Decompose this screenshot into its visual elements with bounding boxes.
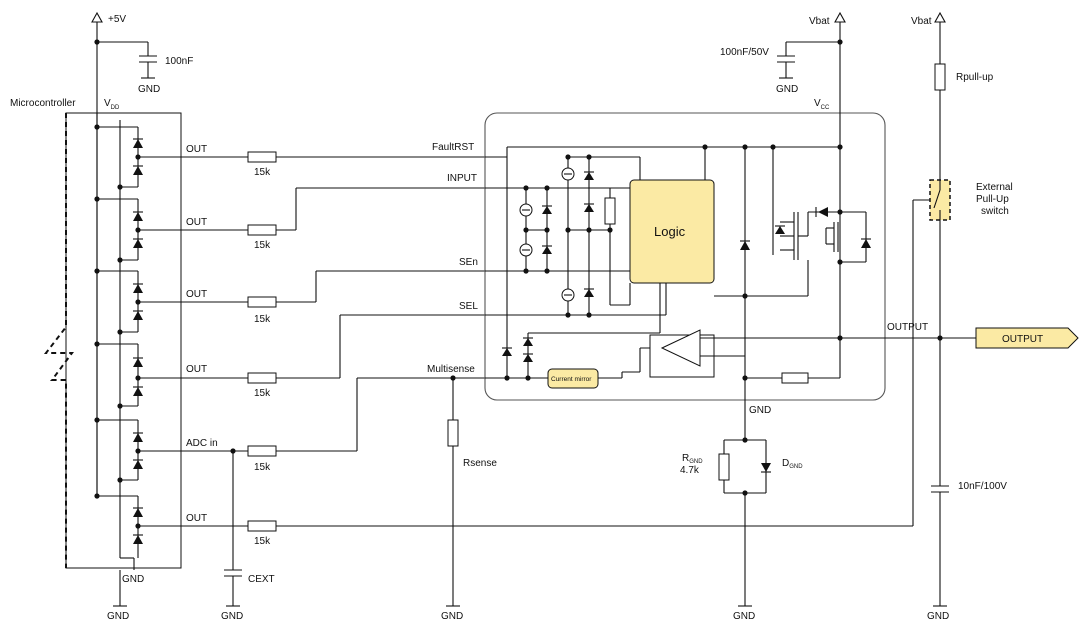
io-pin-6 [94,199,935,558]
resistor-icon [247,151,277,163]
logic-label: Logic [654,224,686,239]
gnd-label: GND [776,84,798,95]
out-label-4: OUT [186,364,207,375]
io-pin-4 [94,314,485,409]
gnd-label: GND [138,84,160,95]
adc-in-label: ADC in [186,438,218,449]
rgnd-value-label: 4.7k [680,465,700,476]
input-label: INPUT [447,173,477,184]
out-label-6: OUT [186,513,207,524]
gnd-label: GND [107,611,129,622]
microcontroller-label: Microcontroller [10,98,76,109]
plus5v-label: +5V [108,14,126,25]
r15k-label-1: 15k [254,167,271,178]
multisense-label: Multisense [427,364,475,375]
vdd-label: VDD [104,98,120,111]
io-pin-3 [94,268,485,335]
gnd-label: GND [927,611,949,622]
r15k-label-4: 15k [254,388,271,399]
supply-arrow-icon [934,11,946,23]
mcu-io-pins [94,124,935,558]
r15k-label-3: 15k [254,314,271,325]
cap-100nf-50v-label: 100nF/50V [720,47,769,58]
gnd-label: GND [749,405,771,416]
ext-pullup-label-3: switch [981,206,1009,217]
faultrst-label: FaultRST [432,142,474,153]
microcontroller-block [43,112,182,570]
vbat-supply-2 [929,11,951,607]
vbat-label-2: Vbat [911,16,932,27]
driver-ic [484,42,886,410]
rsense-label: Rsense [463,458,497,469]
vbat-label-1: Vbat [809,16,830,27]
mosfet-icon [775,212,799,260]
diode-icon [133,139,143,148]
rsense-resistor [446,375,460,607]
current-mirror-label: Current mirror [551,376,592,383]
cap-10nf-label: 10nF/100V [958,481,1007,492]
io-pin-5-adc [94,377,485,483]
output-connector [975,327,1079,349]
output-net [840,327,1079,349]
output-connector-label: OUTPUT [1002,334,1043,345]
supply-arrow-icon [91,11,103,23]
vcc-label: VCC [814,98,830,111]
comparator-icon [660,329,701,367]
mcu-gnd-label: GND [122,574,144,585]
gnd-label: GND [733,611,755,622]
r15k-label-2: 15k [254,240,271,251]
gnd-label: GND [441,611,463,622]
ext-pullup-label-2: Pull-Up [976,194,1009,205]
r15k-label-6: 15k [254,536,271,547]
gnd-network [718,410,771,607]
rpullup-label: Rpull-up [956,72,994,83]
out-label-1: OUT [186,144,207,155]
dgnd-label: DGND [782,458,803,470]
logic-block [629,179,715,284]
io-pin-1 [94,124,485,190]
r15k-label-5: 15k [254,462,271,473]
out-label-3: OUT [186,289,207,300]
io-pin-2 [94,187,485,263]
gnd-label: GND [221,611,243,622]
vbat-supply-1 [777,11,846,79]
mcu-ground [113,570,127,607]
ext-pullup-label-1: External [976,182,1013,193]
cap-100nf-label: 100nF [165,56,193,67]
sen-label: SEn [459,257,478,268]
supply-arrow-icon [834,11,846,23]
cext-label: CEXT [248,574,275,585]
output-net-label: OUTPUT [887,322,928,333]
rgnd-label: RGND [682,453,703,465]
resistor-icon [934,63,946,91]
cext-capacitor [224,451,242,607]
power-mosfet [825,222,839,252]
sel-label: SEL [459,301,478,312]
out-label-2: OUT [186,217,207,228]
